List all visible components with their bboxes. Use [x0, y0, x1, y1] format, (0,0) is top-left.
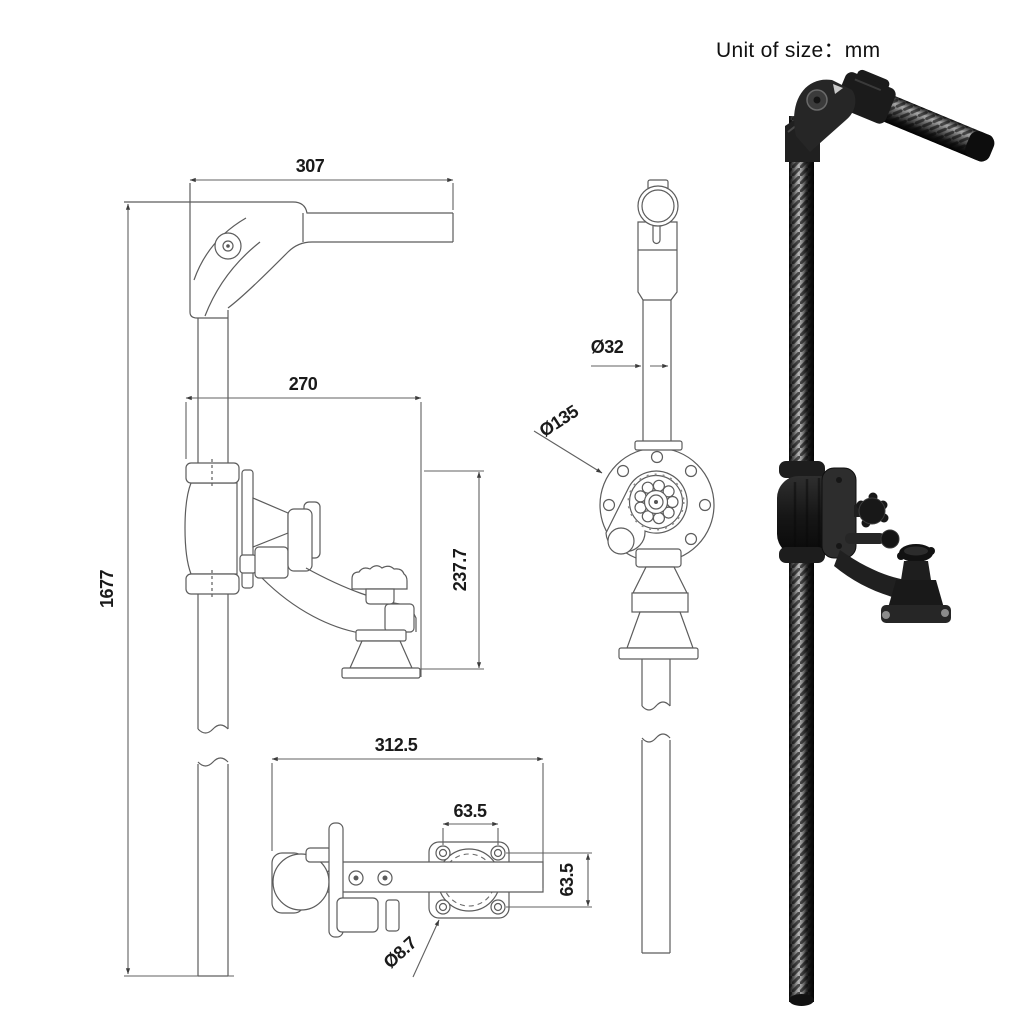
photo-elbow-joint	[785, 79, 856, 162]
side-dimensions: 307 1677 270 237.7	[97, 156, 484, 977]
dim-pole-length: 1677	[97, 569, 117, 608]
photo-arm	[835, 69, 995, 162]
front-flange	[599, 440, 715, 563]
front-pedestal	[618, 548, 699, 954]
side-pole-clamp	[184, 459, 321, 598]
product-photo	[777, 69, 995, 1006]
front-bolt-holes	[602, 450, 712, 546]
dim-hole-spacing-v: 63.5	[557, 863, 577, 897]
dim-hole-spacing-h: 63.5	[453, 801, 487, 821]
top-view-drawing: 312.5 63.5 63.5 Ø8.7	[271, 735, 592, 978]
side-ball-mount	[261, 565, 421, 679]
dim-tube-diameter: Ø32	[591, 337, 624, 357]
dim-clamp-offset: 270	[289, 374, 318, 394]
photo-star-knob	[856, 492, 889, 528]
photo-ball-base	[881, 544, 951, 623]
photo-mount-clamp	[777, 461, 920, 602]
side-elbow-joint	[124, 183, 454, 319]
side-view-drawing: 307 1677 270 237.7	[97, 156, 484, 977]
front-tube	[642, 300, 672, 441]
top-plate-holes	[435, 845, 506, 915]
dim-arm-length: 307	[296, 156, 325, 176]
side-pole	[197, 310, 229, 977]
front-view-drawing: Ø32 Ø135	[533, 179, 715, 954]
dim-hole-diameter: Ø8.7	[380, 932, 421, 972]
dim-overall-length: 312.5	[375, 735, 418, 755]
dim-flange-diameter: Ø135	[536, 401, 583, 441]
dim-mount-height: 237.7	[450, 548, 470, 591]
unit-of-size-label: Unit of size：mm	[716, 39, 881, 62]
front-elbow-head	[637, 179, 679, 301]
front-gear	[634, 479, 679, 525]
top-clamp	[271, 822, 400, 938]
